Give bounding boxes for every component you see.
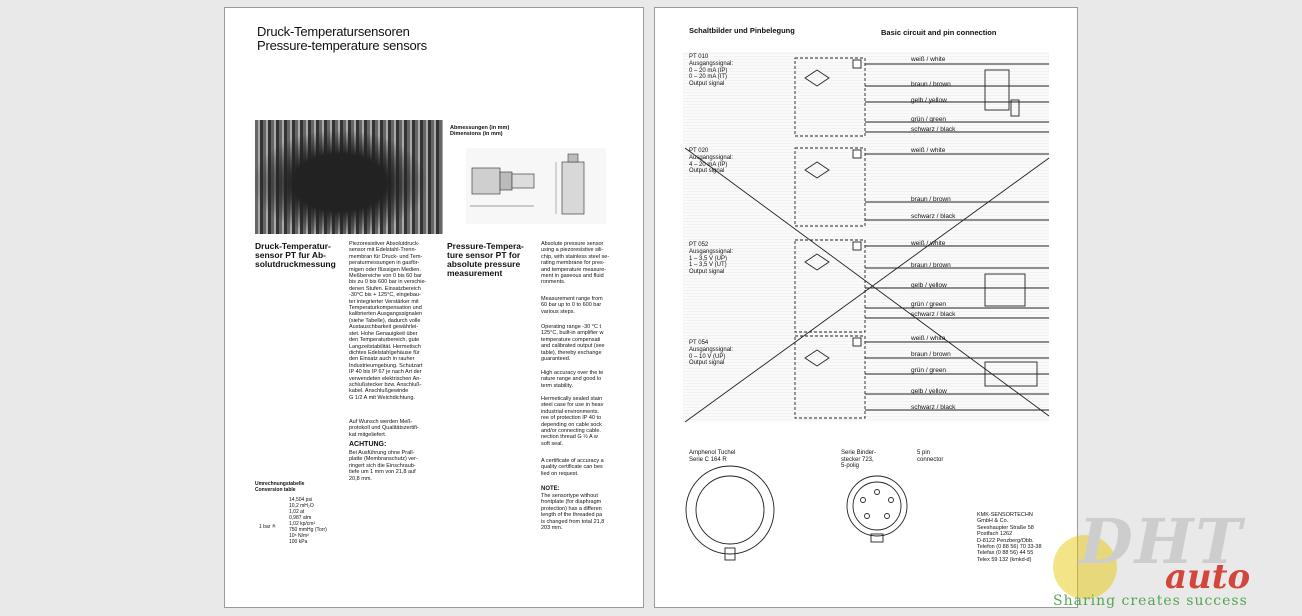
description-de-2: Auf Wunsch werden Meß- protokoll und Qua…	[349, 419, 419, 438]
wire-label: gelb / yellow	[911, 388, 947, 395]
wire-label: gelb / yellow	[911, 282, 947, 289]
sensor-photo	[255, 120, 443, 234]
heading-de: Druck-Temperatur- sensor PT fur Ab- solu…	[255, 241, 336, 269]
heading-en: Pressure-Tempera- ture sensor PT for abs…	[447, 241, 524, 278]
conversion-list: 14,504 psi 10,2 mH₂O 1,02 at 0,987 atm 1…	[289, 497, 327, 545]
right-document-page: Schaltbilder und Pinbelegung Basic circu…	[654, 7, 1078, 608]
pt020-model: PT 020	[689, 148, 709, 154]
wire-label: grün / green	[911, 367, 947, 374]
wire-label: braun / brown	[911, 262, 951, 269]
wire-label: grün / green	[911, 116, 947, 123]
circuit-diagram	[684, 57, 1050, 561]
logo-big-text: DHT	[1079, 505, 1244, 578]
wire-label: gelb / yellow	[911, 97, 947, 104]
wire-label: schwarz / black	[911, 404, 956, 411]
wire-label: schwarz / black	[911, 311, 956, 318]
wire-label: weiß / white	[911, 56, 946, 63]
logo-graphic	[1053, 535, 1117, 599]
description-en-5: Hermetically sealed stain steel case for…	[541, 396, 604, 447]
wire-label: weiß / white	[911, 147, 946, 154]
conversion-value: 10,2 mH₂O	[289, 503, 314, 509]
description-en-4: High accuracy over the te rature range a…	[541, 370, 604, 389]
description-en-6: A certificate of accuracy a quality cert…	[541, 458, 604, 477]
wire-label: braun / brown	[911, 196, 951, 203]
conversion-value: 10⁵ N/m²	[289, 533, 309, 539]
note-title: NOTE:	[541, 486, 560, 492]
achtung-text: Bei Ausführung ohne Prall- platte (Membr…	[349, 450, 418, 482]
wire-label: weiß / white	[911, 335, 946, 342]
conversion-value: 14,504 psi	[289, 497, 313, 503]
circuit-diagram-area	[683, 52, 1049, 422]
dimensions-label-en: Dimensions (in mm)	[450, 131, 503, 137]
pt010-model: PT 010	[689, 54, 709, 60]
wire-label: grün / green	[911, 301, 947, 308]
conversion-value: 750 mmHg (Torr)	[289, 527, 327, 533]
watermark-logo: DHT auto Sharing creates success	[1045, 505, 1297, 611]
company-address: KMK-SENSORTECHN GmbH & Co. Seeshaupter S…	[977, 512, 1042, 563]
logo-small-text: auto	[1165, 557, 1251, 597]
note-text: The sensortype without frontplate (for d…	[541, 493, 605, 532]
pt054-signal: Ausgangssignal: 0 – 10 V (UP) Output sig…	[689, 347, 734, 367]
left-document-page: Druck-Temperatursensoren Pressure-temper…	[224, 7, 644, 608]
page-title-de: Druck-Temperatursensoren	[257, 24, 410, 39]
description-en-2: Measurement range from 60 bar up to 0 to…	[541, 296, 603, 315]
circuit-heading-en: Basic circuit and pin connection	[881, 28, 997, 37]
pt052-signal: Ausgangssignal: 1 – 3,5 V (UP) 1 – 3,5 V…	[689, 249, 734, 275]
wire-label: weiß / white	[911, 240, 946, 247]
description-de: Piezoresistiver Absolutdruck- sensor mit…	[349, 241, 427, 401]
wire-label: schwarz / black	[911, 126, 956, 133]
conversion-value: 0,987 atm	[289, 515, 312, 521]
connector-label-amphenol: Amphenol Tuchel Serie C 164 R	[689, 450, 736, 463]
pt010-signal: Ausgangssignal: 0 – 20 mA (IP) 0 – 20 mA…	[689, 61, 734, 87]
page-title-en: Pressure-temperature sensors	[257, 38, 427, 53]
dimensions-label-de: Abmessungen (in mm)	[450, 125, 510, 131]
wire-label: schwarz / black	[911, 213, 956, 220]
wire-label: braun / brown	[911, 81, 951, 88]
connector-label-5pin: 5 pin connector	[917, 450, 944, 463]
wire-label: braun / brown	[911, 351, 951, 358]
description-en-1: Absolute pressure sensor using a piezore…	[541, 241, 610, 286]
dimensions-label: Abmessungen (in mm) Dimensions (in mm)	[450, 125, 509, 137]
logo-tagline: Sharing creates success	[1053, 593, 1248, 609]
achtung-title: ACHTUNG:	[349, 441, 387, 448]
pt054-model: PT 054	[689, 340, 709, 346]
bar-label: 1 bar ≙	[259, 524, 276, 530]
conversion-table-title: Umrechnungstabelle Conversion table	[255, 481, 305, 493]
conversion-value: 1,02 at	[289, 509, 305, 515]
circuit-heading-de: Schaltbilder und Pinbelegung	[689, 26, 795, 35]
dimension-drawing	[466, 148, 606, 224]
description-en-3: Operating range -30 °C t 125°C, built-in…	[541, 324, 605, 363]
pt052-model: PT 052	[689, 242, 709, 248]
conversion-value: 100 kPa	[289, 539, 308, 545]
conversion-value: 1,02 kp/cm²	[289, 521, 316, 527]
connector-label-binder: Serie Binder- stecker 723, 5-polig	[841, 450, 877, 470]
pt020-signal: Ausgangssignal: 4 – 20 mA (IP) Output si…	[689, 155, 734, 175]
